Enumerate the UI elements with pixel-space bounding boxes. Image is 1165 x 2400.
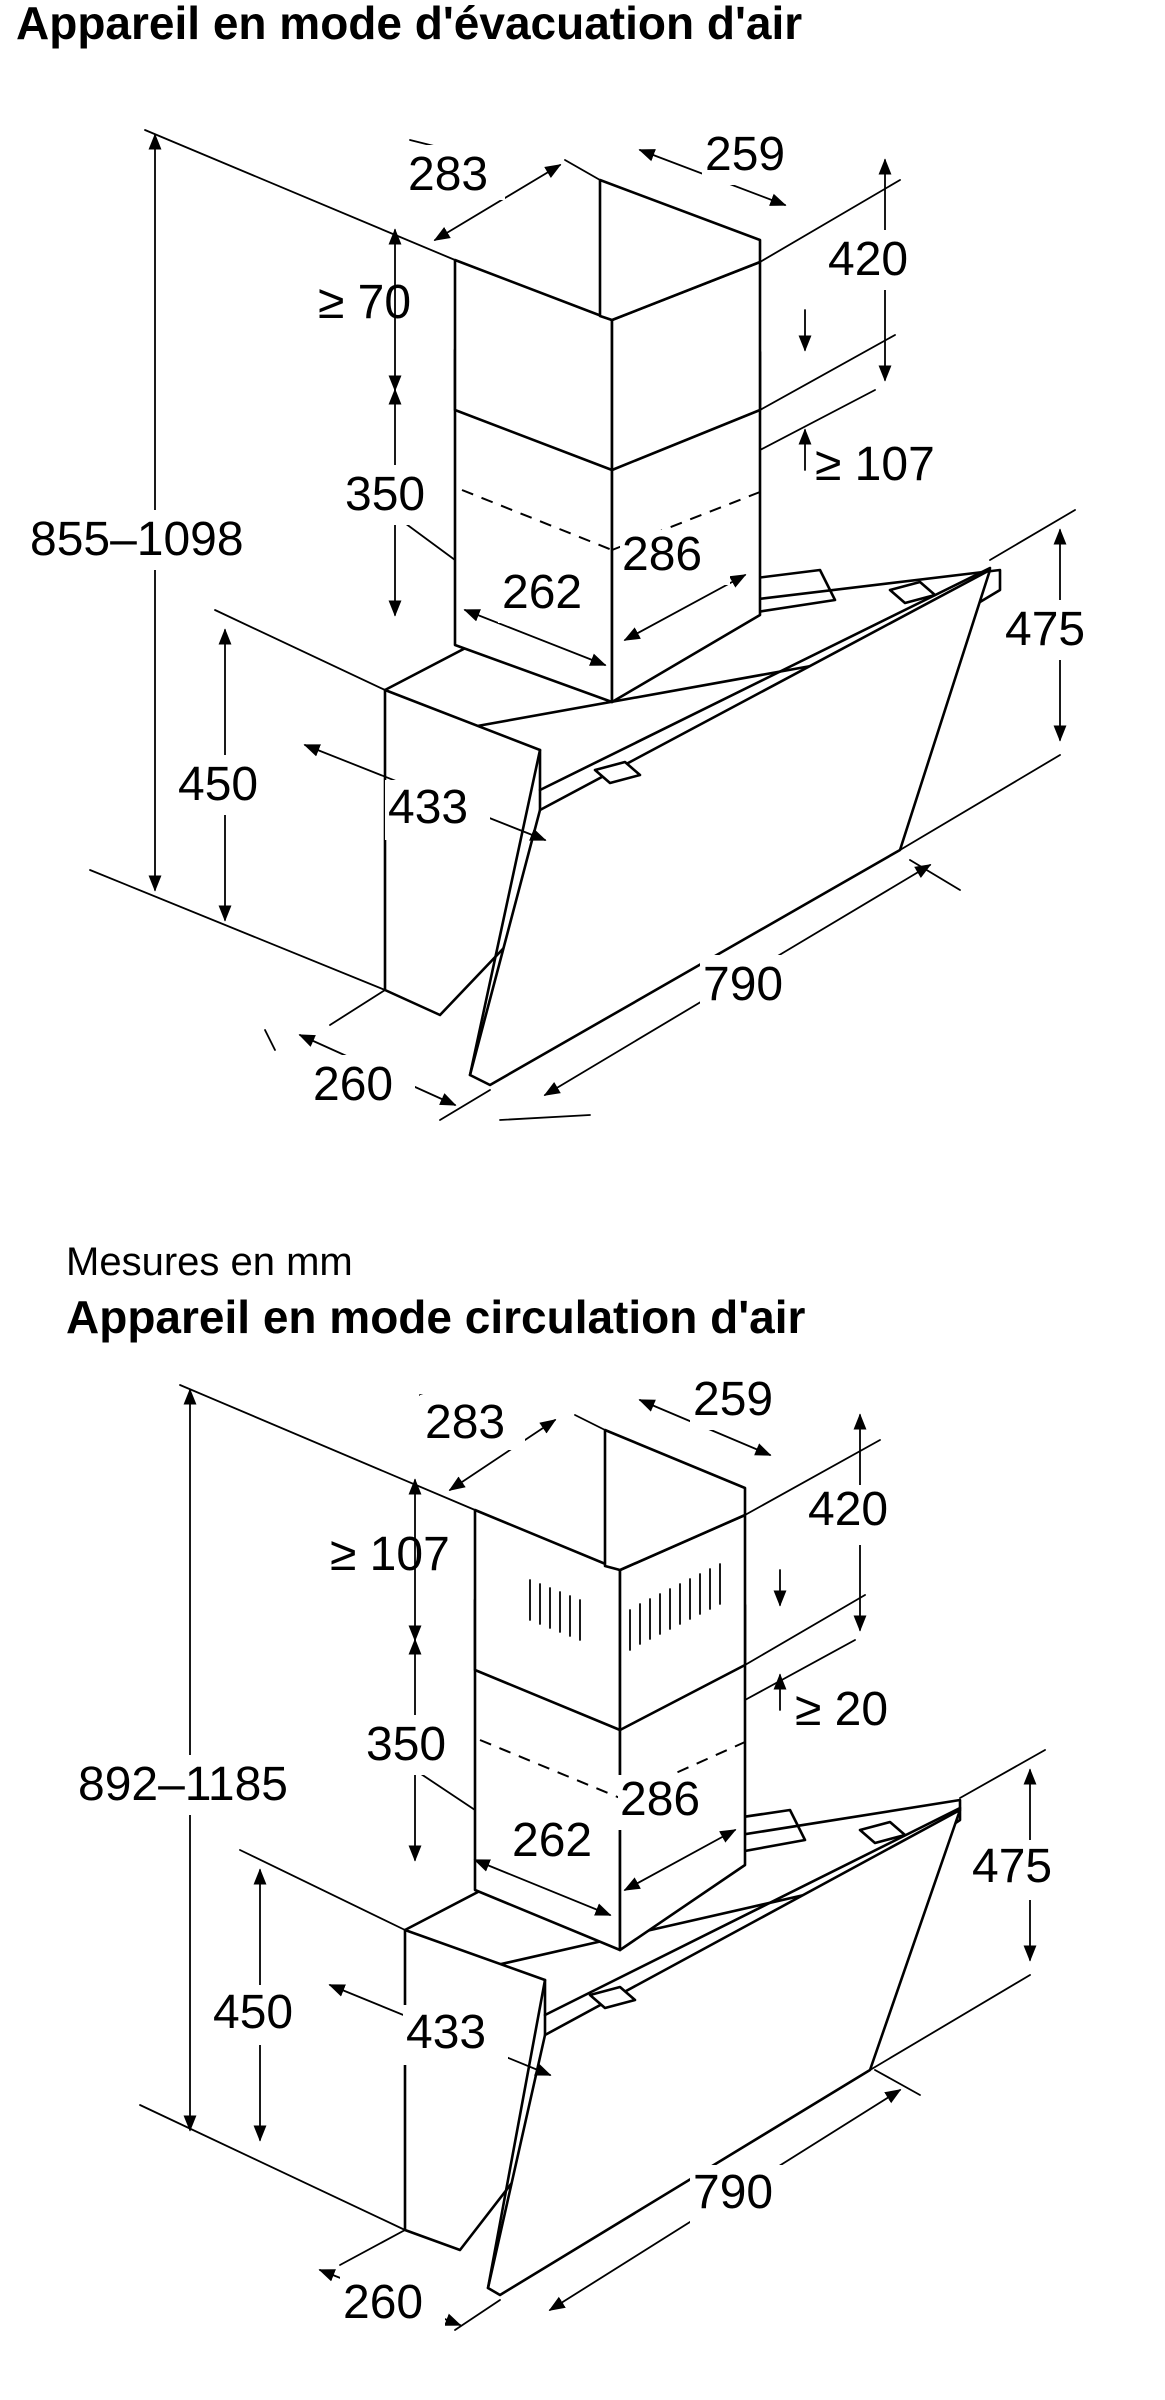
dim-duct-width: 262 [502,566,582,619]
recirculation-diagram: 283 259 420 ≥ 107 ≥ 20 350 892–1185 286 … [76,1373,1080,2335]
dim-chimney-depth: 283 [408,148,488,201]
dimension-labels: 283 259 420 ≥ 107 ≥ 20 350 892–1185 286 … [76,1373,1080,2335]
recirculation-title: Appareil en mode circulation d'air [66,1291,806,1343]
dim-duct-depth: 286 [622,528,702,581]
panel-top-edge [543,1806,962,2017]
dim-chimney-width: 259 [705,128,785,181]
dim-top-clearance: ≥ 70 [318,276,411,329]
hidden-edge-front [461,489,613,551]
dim-body-height: 450 [213,1986,293,2039]
exhaust-drawing: 283 259 420 ≥ 70 ≥ 107 350 855–1098 286 … [0,90,1165,1150]
dim-body-depth: 433 [388,781,468,834]
recirculation-drawing: 283 259 420 ≥ 107 ≥ 20 350 892–1185 286 … [0,1370,1165,2390]
dim-overall-height: 892–1185 [78,1758,288,1811]
hidden-edge-front [479,1739,621,1799]
dim-duct-width: 262 [512,1814,592,1867]
dim-body-height: 450 [178,758,258,811]
dim-lower-chimney: 350 [366,1718,446,1771]
dim-base-depth: 260 [313,1058,393,1111]
dim-chimney-depth: 283 [425,1396,505,1449]
dim-duct-depth: 286 [620,1773,700,1826]
vent-slots [529,1563,721,1651]
dim-upper-chimney: 420 [808,1483,888,1536]
clip-right [888,580,937,605]
upper-chimney-back [603,1428,747,1572]
dim-canopy-height: 475 [972,1840,1052,1893]
clip-front [593,760,642,785]
clip-right [858,1820,907,1845]
dim-chimney-width: 259 [693,1373,773,1426]
upper-chimney-back [598,178,762,322]
exhaust-heading: Appareil en mode d'évacuation d'air [16,0,1136,66]
recirculation-heading: Mesures en mm Appareil en mode circulati… [66,1230,1146,1360]
chimney [473,1428,747,1952]
dim-top-clearance: ≥ 107 [330,1528,450,1581]
dim-upper-chimney: 420 [828,233,908,286]
dim-canopy-height: 475 [1005,603,1085,656]
dim-lower-chimney: 350 [345,468,425,521]
dim-overall-height: 855–1098 [30,513,244,566]
dimension-lines [89,129,1076,1121]
exhaust-title: Appareil en mode d'évacuation d'air [16,0,803,49]
clip-front [588,1985,637,2010]
dim-base-depth: 260 [343,2276,423,2329]
dim-ceiling-clearance: ≥ 107 [815,438,935,491]
dim-width: 790 [693,2166,773,2219]
dim-width: 790 [703,958,783,1011]
exhaust-diagram: 283 259 420 ≥ 70 ≥ 107 350 855–1098 286 … [28,128,1112,1121]
dim-ceiling-clearance: ≥ 20 [795,1683,888,1736]
dimension-labels: 283 259 420 ≥ 70 ≥ 107 350 855–1098 286 … [28,128,1112,1115]
panel-top-edge [538,566,992,792]
dim-body-depth: 433 [406,2006,486,2059]
recirculation-unit-caption: Mesures en mm [66,1240,353,1284]
